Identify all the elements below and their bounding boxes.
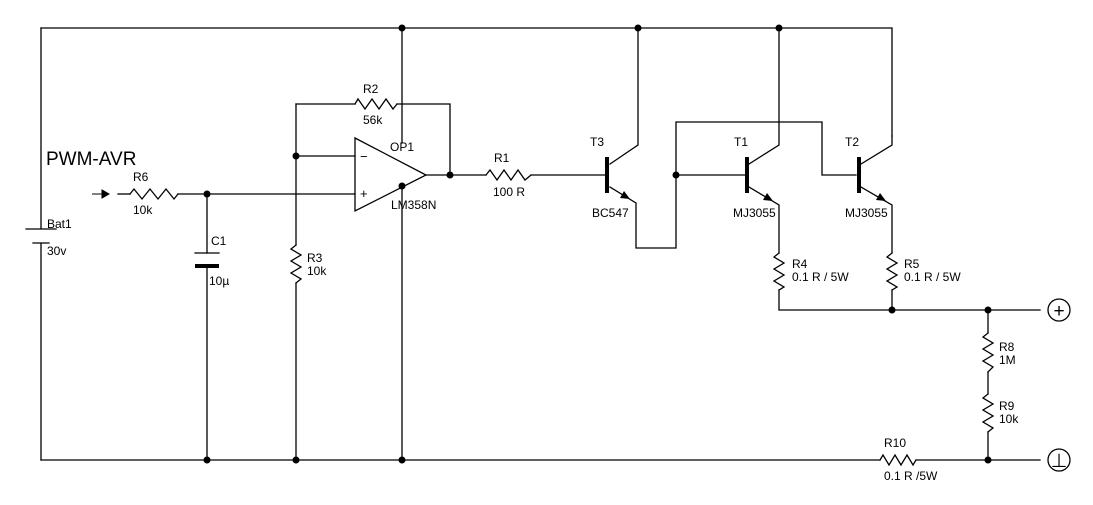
r3-name: R3 (307, 251, 323, 265)
r2-wire-right (396, 103, 451, 176)
junction-dot (888, 306, 896, 314)
junction-dot (634, 24, 642, 32)
ground-terminal-label: ⊥ (1051, 451, 1068, 472)
resistor-r10 (879, 453, 917, 467)
resistor-r5 (885, 252, 899, 291)
r10-value: 0.1 R /5W (884, 469, 938, 483)
c1-name: C1 (211, 234, 227, 248)
input-arrow-icon (92, 189, 111, 199)
opamp-minus-sign: − (360, 149, 368, 164)
top-supply-rail (40, 27, 893, 137)
resistor-r9 (981, 393, 995, 433)
junction-dot (203, 190, 211, 198)
opamp-plus-sign: + (360, 186, 368, 201)
resistor-r6 (129, 187, 179, 201)
wires (40, 27, 1041, 461)
r5-value: 0.1 R / 5W (904, 270, 961, 284)
t3-emitter-arrow-icon (620, 191, 630, 199)
t2-collector-wire (860, 135, 893, 165)
opamp-name: OP1 (390, 140, 414, 154)
junction-dot (775, 24, 783, 32)
t3-name: T3 (590, 135, 604, 149)
t1-emitter-wire (748, 186, 780, 254)
junction-dot (446, 171, 454, 179)
resistor-r8 (981, 332, 995, 373)
junction-dot (398, 456, 406, 464)
junction-dot (292, 152, 300, 160)
c1-value: 10µ (209, 274, 229, 288)
resistor-r4 (772, 252, 786, 291)
r8-value: 1M (999, 353, 1016, 367)
resistor-r1 (485, 168, 532, 182)
t2-part: MJ3055 (845, 206, 888, 220)
battery-name: Bat1 (47, 217, 72, 231)
junction-dot (398, 24, 406, 32)
t1-collector-wire (748, 27, 780, 165)
r9-value: 10k (999, 412, 1019, 426)
capacitor-c1 (194, 252, 220, 268)
output-rail (778, 289, 1041, 311)
junction-dot (292, 456, 300, 464)
r1-name: R1 (494, 151, 510, 165)
r4-value: 0.1 R / 5W (792, 270, 849, 284)
t1-name: T1 (734, 135, 748, 149)
plus-terminal-label: + (1053, 301, 1064, 322)
t1-emitter-arrow-icon (763, 193, 773, 201)
r9-name: R9 (999, 399, 1015, 413)
ground-terminal-icon (1047, 448, 1071, 472)
t1-part: MJ3055 (733, 206, 776, 220)
r6-name: R6 (133, 170, 149, 184)
r3-value: 10k (307, 264, 327, 278)
r6-value: 10k (133, 203, 153, 217)
input-label: PWM-AVR (46, 149, 136, 170)
junction-dot (203, 456, 211, 464)
r5-name: R5 (904, 257, 920, 271)
opamp-triangle (354, 136, 428, 213)
resistor-r2 (354, 97, 398, 111)
t2-emitter-arrow-icon (876, 193, 886, 201)
resistor-r3 (289, 244, 303, 284)
junction-dot (672, 171, 680, 179)
r2-value: 56k (363, 113, 383, 127)
plus-terminal-icon (1047, 298, 1071, 322)
r2-name: R2 (363, 82, 379, 96)
junction-dot (984, 456, 992, 464)
r10-name: R10 (884, 436, 906, 450)
battery-value: 30v (47, 244, 66, 258)
t2-emitter-wire (860, 186, 893, 254)
t3-part: BC547 (592, 206, 629, 220)
r4-name: R4 (792, 257, 808, 271)
junctions (203, 24, 992, 464)
t2-name: T2 (845, 135, 859, 149)
t3-emitter-loop (609, 121, 857, 249)
t3-collector-wire (609, 27, 639, 165)
r1-value: 100 R (493, 185, 525, 199)
opamp-part: LM358N (391, 198, 436, 212)
r8-name: R8 (999, 340, 1015, 354)
battery-symbol (25, 228, 57, 244)
junction-dot (984, 306, 992, 314)
